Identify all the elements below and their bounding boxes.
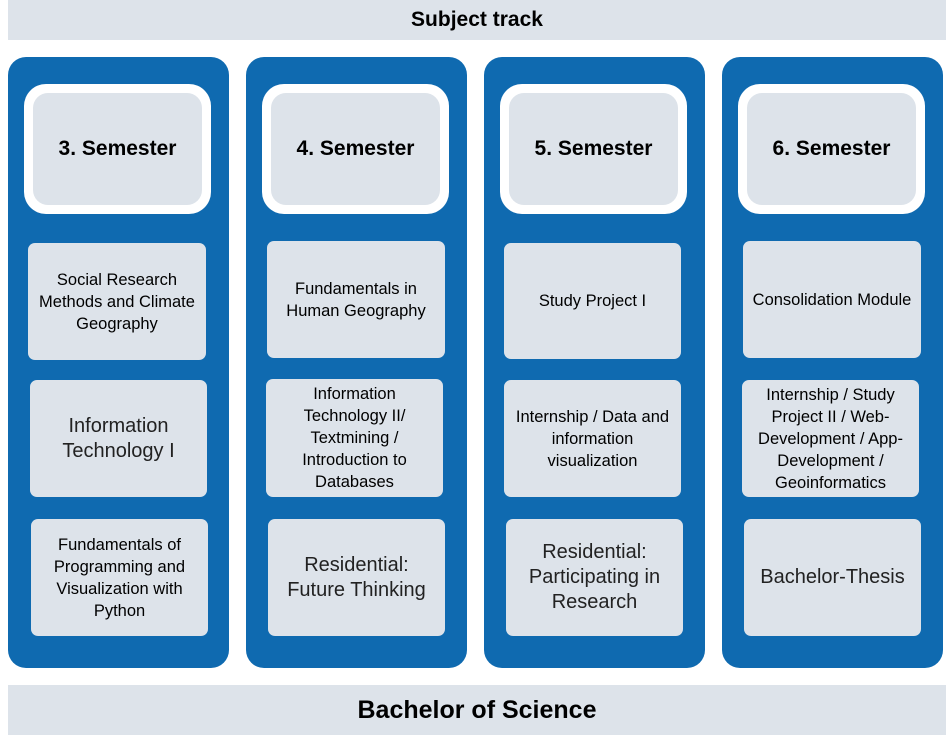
module-label: Internship / Data and information visual… [515,407,670,470]
subject-track-banner: Subject track [8,0,946,40]
module-box: Residential: Participating in Research [506,519,683,636]
module-box: Information Technology I [30,380,207,497]
semester-title: 4. Semester [271,93,440,205]
module-label: Fundamentals of Programming and Visualiz… [53,535,186,620]
semester-column-5: 5. Semester Study Project I Internship /… [484,57,705,668]
semester-column-4: 4. Semester Fundamentals in Human Geogra… [246,57,467,668]
module-box: Fundamentals in Human Geography [267,241,445,358]
module-box: Internship / Data and information visual… [504,380,681,497]
semester-header: 6. Semester [738,84,925,214]
semester-header: 4. Semester [262,84,449,214]
semester-column-3: 3. Semester Social Research Methods and … [8,57,229,668]
module-box: Study Project I [504,243,681,359]
semester-column-6: 6. Semester Consolidation Module Interns… [722,57,943,668]
module-label: Study Project I [538,292,647,310]
module-box: Fundamentals of Programming and Visualiz… [31,519,208,636]
module-label: Fundamentals in Human Geography [286,279,426,320]
module-box: Residential: Future Thinking [268,519,445,636]
semester-title: 3. Semester [33,93,202,205]
module-box: Social Research Methods and Climate Geog… [28,243,206,360]
bachelor-of-science-banner: Bachelor of Science [8,685,946,735]
semester-title: 5. Semester [509,93,678,205]
module-label: Consolidation Module [752,290,912,309]
module-label: Information Technology II/ Textmining / … [302,385,407,491]
module-label: Internship / Study Project II / Web-Deve… [758,385,903,492]
module-label: Bachelor-Thesis [760,566,905,588]
module-label: Residential: Participating in Research [528,541,661,613]
module-label: Social Research Methods and Climate Geog… [39,270,195,333]
semester-header: 5. Semester [500,84,687,214]
module-box: Bachelor-Thesis [744,519,921,636]
semester-title: 6. Semester [747,93,916,205]
module-box: Information Technology II/ Textmining / … [266,379,443,497]
module-box: Consolidation Module [743,241,921,358]
module-label: Information Technology I [62,414,175,462]
module-box: Internship / Study Project II / Web-Deve… [742,380,919,497]
semester-header: 3. Semester [24,84,211,214]
module-label: Residential: Future Thinking [287,553,426,601]
